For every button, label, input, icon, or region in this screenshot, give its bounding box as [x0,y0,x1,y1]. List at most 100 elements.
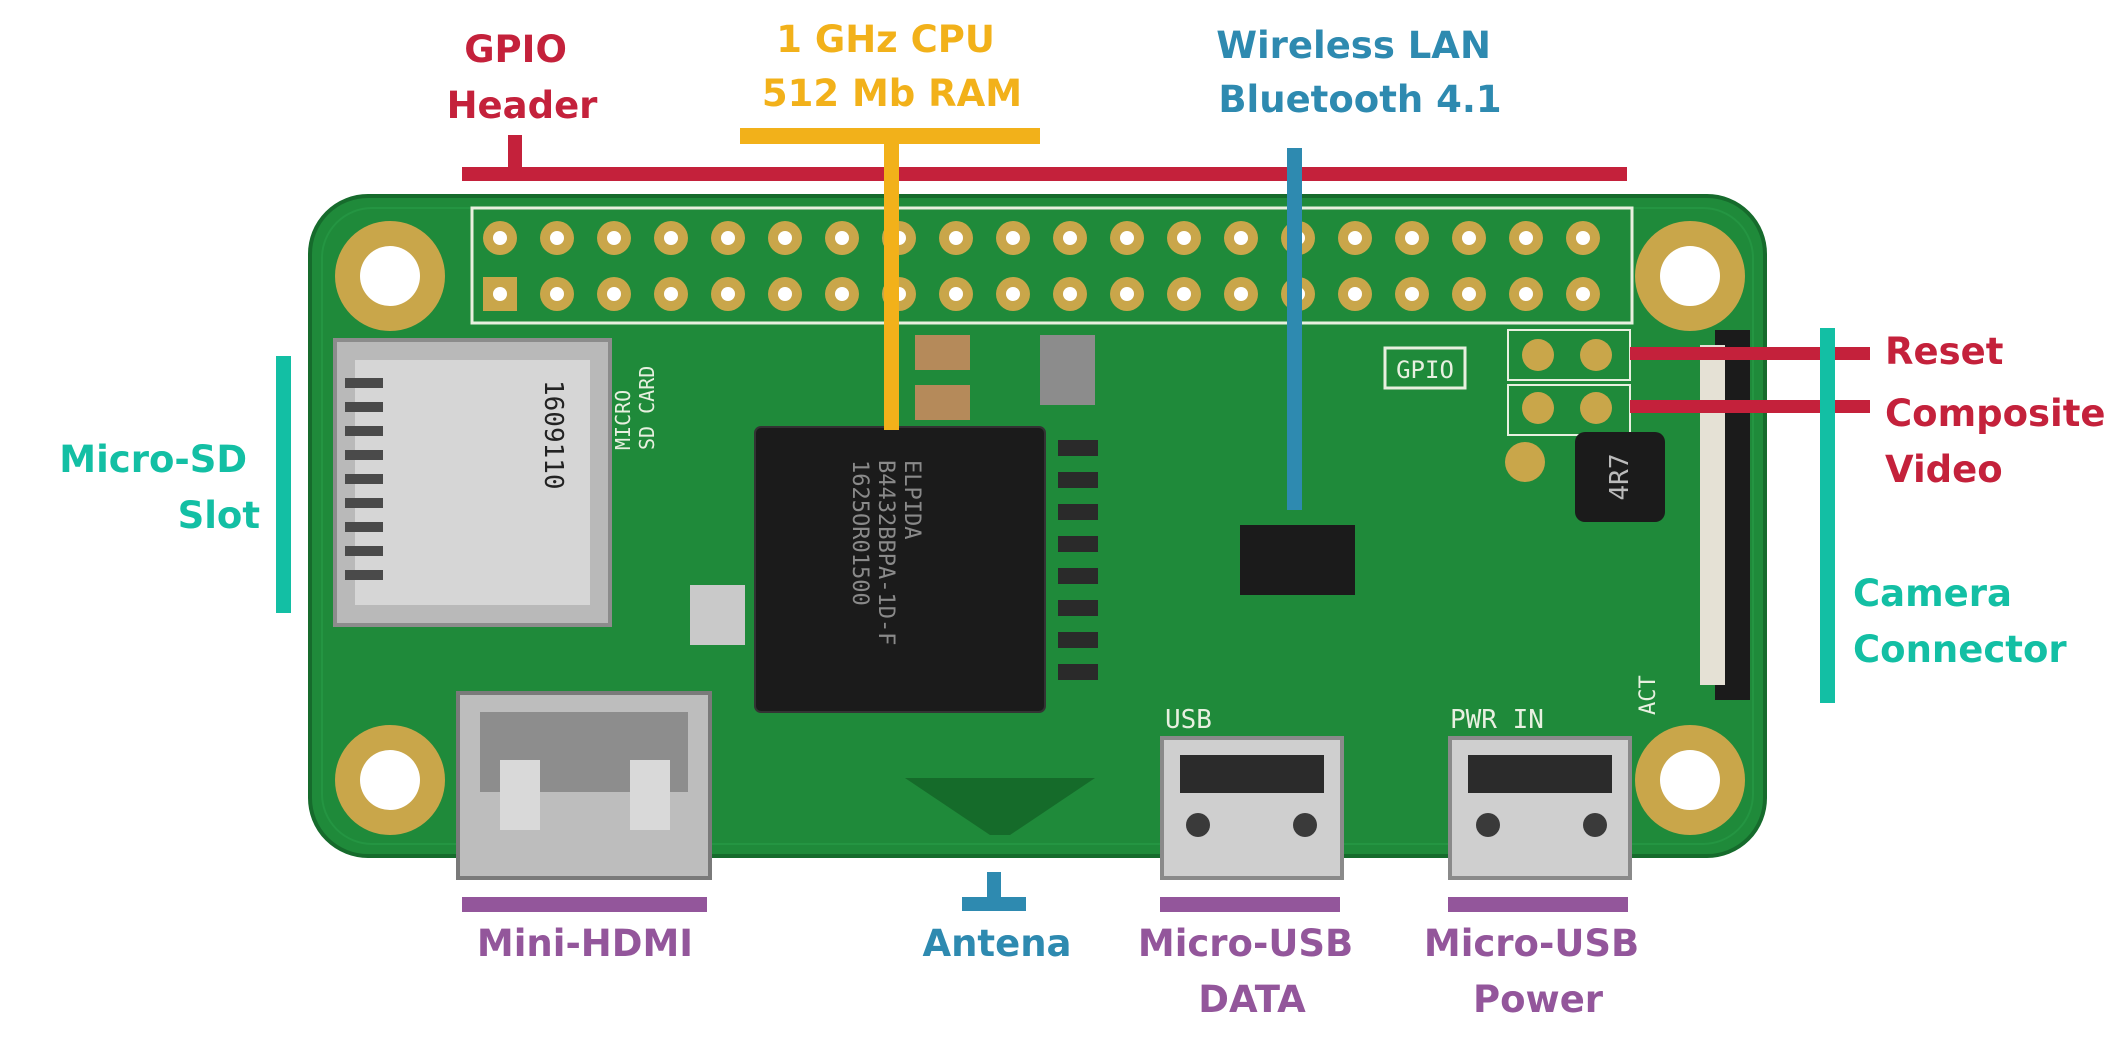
mounting-hole [360,750,420,810]
usb-data-hole [1293,813,1317,837]
smd-resistor [1058,536,1098,552]
gpio-pin-hole [1348,287,1362,301]
gpio-pin-hole [1519,231,1533,245]
regulator [1040,335,1095,405]
gpio-tick [508,135,522,175]
sd-contact [345,570,383,580]
gpio-pin-hole [949,287,963,301]
sd-contact [345,474,383,484]
act-silk: ACT [1636,675,1661,715]
inductor-label: 4R7 [1605,454,1635,501]
cpu-label: 1 GHz CPU 512 Mb RAM [762,18,1022,115]
usb-data-connector [1160,736,1344,880]
usb-data-hole [1186,813,1210,837]
callout-labels: GPIO Header 1 GHz CPU 512 Mb RAM Wireles… [59,18,2113,1021]
gpio-pin-hole [1462,287,1476,301]
gpio-pin-hole [1576,231,1590,245]
gpio-header-label: GPIO Header [447,28,599,127]
sd-contact [345,498,383,508]
cpu-chip-marking: ELPIDA B4432BBPA-1D-F 1625OR01500 [847,460,924,659]
mini-hdmi-label: Mini-HDMI [477,922,693,965]
gpio-pin-hole [607,287,621,301]
composite-pad [1522,392,1554,424]
wireless-stem [1287,148,1302,510]
sd-card-silk: MICRO SD CARD [611,366,659,450]
gpio-pin-hole [1234,287,1248,301]
usb-data-label: Micro-USB DATA [1138,922,1366,1021]
gpio-silk-label: GPIO [1396,356,1454,384]
gpio-pads [483,221,1600,311]
gpio-bar [462,167,1627,181]
gpio-pin-hole [1177,231,1191,245]
sd-contact [345,378,383,388]
cpu-stem [884,140,899,430]
wireless-chip [1240,525,1355,595]
usb-data-opening [1180,755,1324,793]
sd-contact [345,450,383,460]
mounting-hole [1660,246,1720,306]
gpio-pin-hole [1177,287,1191,301]
reset-line [1630,347,1870,360]
smd-resistor [1058,664,1098,680]
pwr-in-silk: PWR IN [1450,705,1544,735]
sd-code: 1609110 [538,380,568,490]
gpio-pin-hole [1006,231,1020,245]
hdmi-tab [500,760,540,830]
usb-power-bar [1448,897,1628,912]
gpio-pin-hole [1006,287,1020,301]
sd-bar [276,356,291,613]
camera-connector [1700,330,1750,700]
gpio-pin-hole [778,287,792,301]
smd-resistor [1058,504,1098,520]
mounting-holes [335,221,1745,835]
hdmi-bar [462,897,707,912]
gpio-pin-hole [1462,231,1476,245]
smd-resistor [1058,600,1098,616]
camera-connector-latch [1700,345,1725,685]
gpio-pin-hole [721,231,735,245]
composite-line [1630,400,1870,413]
camera-bar [1820,328,1835,703]
inductor-body [1575,432,1665,522]
gpio-pin-hole [835,287,849,301]
sd-contact [345,426,383,436]
antenna-bar [962,897,1026,911]
resistor-array [1058,440,1098,680]
sd-contact [345,402,383,412]
sd-contact [345,546,383,556]
mounting-hole [360,246,420,306]
gpio-pin-hole [1234,231,1248,245]
gpio-pin-hole [1120,231,1134,245]
gpio-pin-hole [835,231,849,245]
gpio-pin-hole [550,287,564,301]
crystal [690,585,745,645]
usb-silk: USB [1165,705,1212,735]
composite-label: Composite Video [1885,392,2113,491]
gpio-pin-hole [664,231,678,245]
gpio-pin-hole [1576,287,1590,301]
usb-power-connector [1448,736,1632,880]
mounting-hole [1660,750,1720,810]
smd-resistor [1058,440,1098,456]
gpio-pin-hole [1348,231,1362,245]
gpio-pin-hole [1519,287,1533,301]
cpu-bar [740,128,1040,144]
gpio-pin-hole [1063,287,1077,301]
composite-pad [1580,392,1612,424]
gpio-pin-hole [664,287,678,301]
usb-power-hole [1476,813,1500,837]
hdmi-tab [630,760,670,830]
gpio-pin-hole [550,231,564,245]
gpio-pin-hole [949,231,963,245]
usb-power-label: Micro-USB Power [1424,922,1652,1021]
gpio-pin-hole [493,231,507,245]
micro-sd-slot: 1609110 [333,338,612,627]
smd-resistor [1058,472,1098,488]
reset-pad [1522,339,1554,371]
gpio-header-outline [470,206,1634,325]
callout-lines [276,128,1870,912]
cpu-chip: ELPIDA B4432BBPA-1D-F 1625OR01500 [754,426,1046,713]
smd-resistor [1058,568,1098,584]
gpio-silk-box [1383,346,1467,390]
